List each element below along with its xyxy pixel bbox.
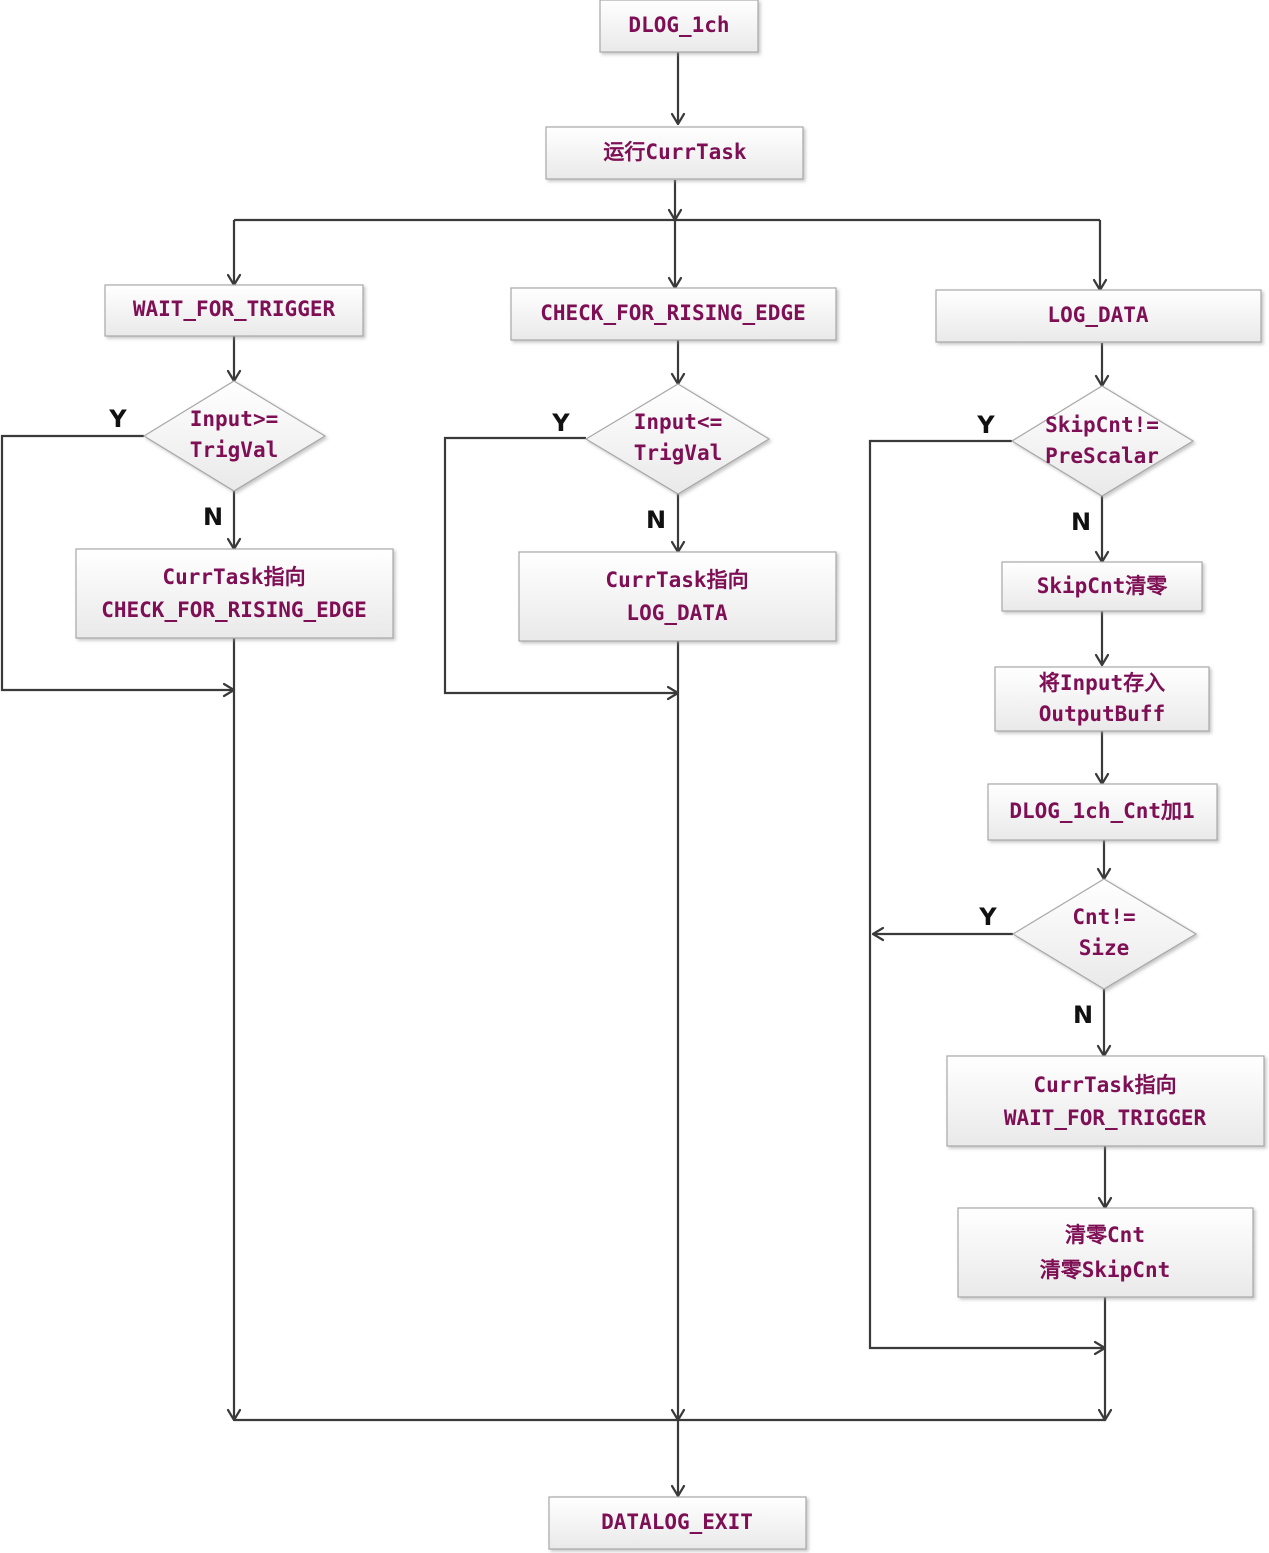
exit-label: DATALOG_EXIT bbox=[601, 1510, 753, 1534]
branch-yes-left: Y bbox=[108, 405, 127, 433]
clear-counts-line2: 清零SkipCnt bbox=[1040, 1258, 1171, 1282]
connectors bbox=[0, 52, 1113, 1498]
inc-cnt-label: DLOG_1ch_Cnt加1 bbox=[1009, 799, 1194, 823]
store-input-line1: 将Input存入 bbox=[1039, 671, 1165, 695]
decision-skip-line2: PreScalar bbox=[1045, 444, 1159, 468]
log-data-label: LOG_DATA bbox=[1047, 303, 1149, 327]
run-task-box bbox=[545, 126, 804, 180]
start-label: DLOG_1ch bbox=[628, 13, 729, 37]
set-check-rising-line2: CHECK_FOR_RISING_EDGE bbox=[101, 598, 367, 622]
check-rising-label: CHECK_FOR_RISING_EDGE bbox=[540, 301, 806, 325]
set-check-rising-line1: CurrTask指向 bbox=[162, 565, 305, 589]
clear-skip-label: SkipCnt清零 bbox=[1037, 574, 1169, 598]
branch-no-middle: N bbox=[646, 506, 666, 534]
clear-skip-box bbox=[1001, 561, 1203, 612]
set-wait-trigger-box bbox=[946, 1055, 1265, 1147]
wait-trigger-label: WAIT_FOR_TRIGGER bbox=[133, 297, 336, 321]
decision-cnt bbox=[1011, 878, 1198, 990]
set-log-data-box bbox=[518, 551, 837, 642]
branch-no-skip: N bbox=[1071, 508, 1091, 536]
set-log-data-line1: CurrTask指向 bbox=[605, 568, 748, 592]
decision-skip bbox=[1010, 385, 1195, 497]
store-input-line2: OutputBuff bbox=[1039, 702, 1165, 726]
branch-no-left: N bbox=[203, 503, 223, 531]
branch-yes-cnt: Y bbox=[978, 903, 997, 931]
log-data-box bbox=[935, 289, 1262, 343]
decision-input-le bbox=[584, 383, 771, 495]
decision-cnt-line1: Cnt!= bbox=[1072, 905, 1135, 929]
branch-yes-skip: Y bbox=[976, 411, 995, 439]
branch-no-cnt: N bbox=[1073, 1001, 1093, 1029]
start-box bbox=[599, 0, 759, 53]
set-log-data-line2: LOG_DATA bbox=[626, 601, 728, 625]
wait-trigger-box bbox=[104, 284, 364, 337]
store-input-box bbox=[994, 666, 1210, 732]
inc-cnt-box bbox=[987, 783, 1218, 841]
set-wait-trigger-line1: CurrTask指向 bbox=[1033, 1073, 1176, 1097]
decision-input-le-line1: Input<= bbox=[634, 410, 723, 434]
decision-input-ge-line1: Input>= bbox=[190, 407, 279, 431]
decision-input-ge bbox=[142, 380, 327, 492]
decision-input-le-line2: TrigVal bbox=[634, 441, 723, 465]
run-task-label: 运行CurrTask bbox=[603, 140, 747, 164]
set-wait-trigger-line2: WAIT_FOR_TRIGGER bbox=[1004, 1106, 1207, 1130]
decision-input-ge-line2: TrigVal bbox=[190, 438, 279, 462]
branch-yes-middle: Y bbox=[551, 409, 570, 437]
decision-cnt-line2: Size bbox=[1079, 936, 1130, 960]
clear-counts-line1: 清零Cnt bbox=[1065, 1223, 1145, 1247]
set-check-rising-box bbox=[75, 548, 394, 639]
decision-skip-line1: SkipCnt!= bbox=[1045, 413, 1159, 437]
exit-box bbox=[548, 1496, 807, 1550]
clear-counts-box bbox=[957, 1207, 1254, 1298]
check-rising-box bbox=[510, 287, 837, 341]
